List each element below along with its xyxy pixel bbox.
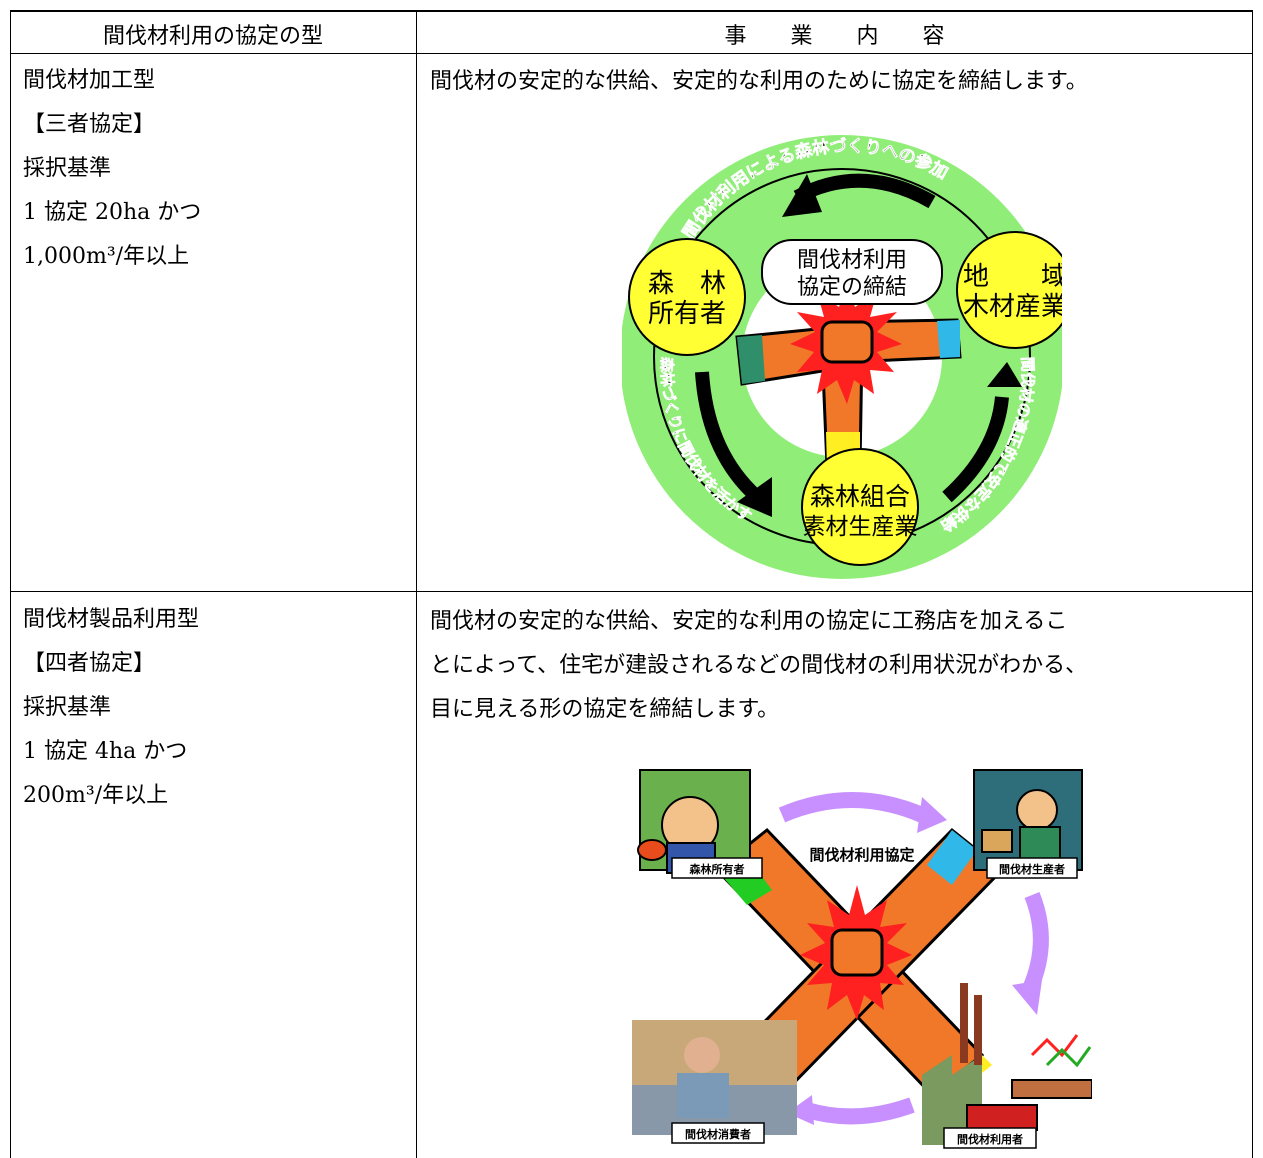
svg-text:所有者: 所有者 (648, 299, 726, 329)
row1-description: 間伐材の安定的な供給、安定的な利用のために協定を締結します。 (430, 69, 1088, 94)
arrow-right (942, 396, 1009, 503)
arrow-purple-right (1019, 892, 1049, 999)
svg-text:地 域: 地 域 (963, 262, 1062, 292)
center-agreement-label: 間伐材利用協定 (809, 846, 914, 864)
svg-text:森 林: 森 林 (648, 269, 726, 299)
label-producer: 間伐材生産者 (999, 862, 1065, 876)
svg-text:素材生産業: 素材生産業 (803, 514, 918, 540)
center-label-line1: 間伐材利用 (797, 248, 907, 273)
consumer-photo (632, 1020, 797, 1135)
column-divider (416, 10, 417, 1158)
center-label-line2: 協定の締結 (797, 275, 907, 300)
factory-illustration (922, 983, 1092, 1145)
label-forest-owner: 森林所有者 (690, 862, 745, 876)
node-forest-union (801, 448, 919, 566)
row2-description-line3: 目に見える形の協定を締結します。 (430, 697, 780, 722)
row2-criteria-volume: 200m³/年以上 (23, 783, 169, 808)
svg-text:森林組合: 森林組合 (810, 482, 910, 511)
three-party-diagram: 間伐材利用による森林づくりへの参加 森林づくりに間伐材を活かす 間伐材の適正的で… (622, 135, 1062, 579)
row1-criteria-area: 1 協定 20ha かつ (23, 200, 202, 225)
label-box-tl (671, 857, 763, 879)
arrow-left (695, 371, 762, 503)
header-divider (10, 53, 1252, 54)
row2-type-name: 間伐材製品利用型 (23, 607, 200, 632)
header-agreement-type: 間伐材利用の協定の型 (102, 24, 323, 49)
label-box-tr (986, 857, 1078, 879)
arrow-purple-bottom (804, 1097, 915, 1125)
node-regional-wood-industry (956, 231, 1062, 349)
row2-criteria-label: 採択基準 (23, 695, 112, 720)
row2-description-line2: とによって、住宅が建設されるなどの間伐材の利用状況がわかる、 (430, 653, 1088, 678)
table-border-left (10, 10, 11, 1158)
label-consumer: 間伐材消費者 (685, 1127, 751, 1141)
label-box-br (943, 1127, 1037, 1149)
row1-type-name: 間伐材加工型 (23, 68, 156, 93)
row-divider (10, 591, 1252, 592)
row2-description-line1: 間伐材の安定的な供給、安定的な利用の協定に工務店を加えるこ (430, 609, 1068, 634)
table-border-top (10, 10, 1252, 12)
producer-illustration (973, 769, 1083, 871)
row1-criteria-volume: 1,000m³/年以上 (23, 244, 190, 269)
label-box-bl (671, 1122, 765, 1144)
row1-type-kind: 【三者協定】 (23, 112, 156, 137)
node-forest-owner (628, 238, 746, 356)
four-party-diagram: 間伐材利用協定 森林所有者 間伐材生産者 間伐材消費者 (632, 769, 1092, 1149)
row1-criteria-label: 採択基準 (23, 156, 112, 181)
arrow-purple-top (778, 792, 926, 823)
svg-text:木材産業: 木材産業 (963, 292, 1062, 322)
row2-type-kind: 【四者協定】 (23, 651, 156, 676)
table-border-right (1252, 10, 1253, 1158)
row2-criteria-area: 1 協定 4ha かつ (23, 739, 188, 764)
label-user: 間伐材利用者 (957, 1132, 1023, 1146)
agreement-table: 間伐材利用の協定の型 事 業 内 容 間伐材加工型 【三者協定】 採択基準 1 … (10, 10, 1262, 1158)
header-business-content: 事 業 内 容 (724, 24, 945, 49)
